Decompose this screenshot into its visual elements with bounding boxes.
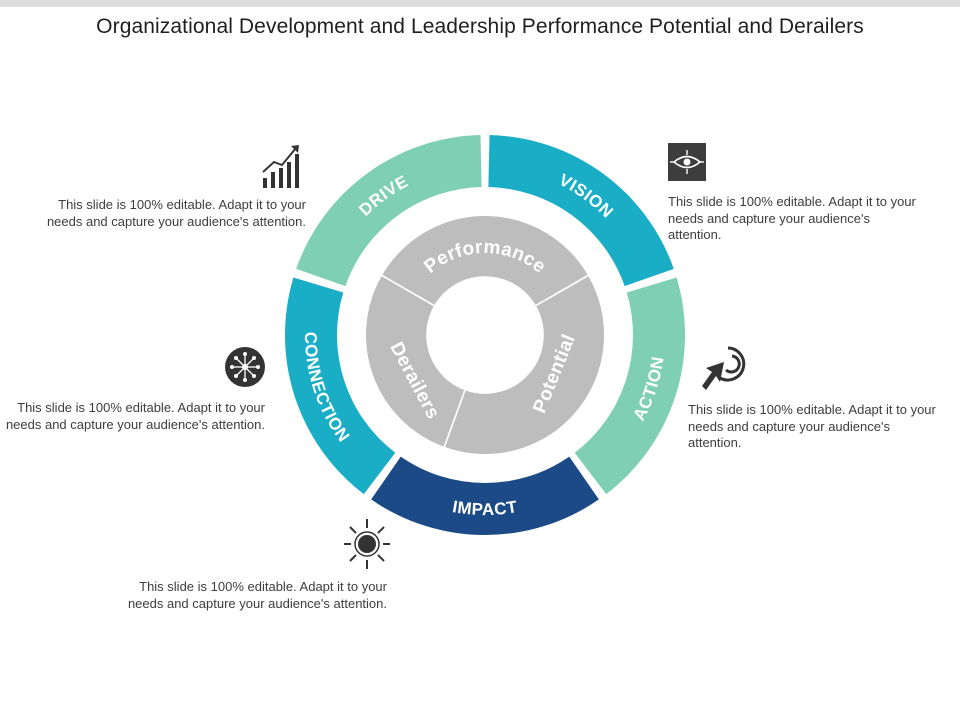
- slide-title: Organizational Development and Leadershi…: [96, 15, 864, 38]
- vision-description: This slide is 100% editable. Adapt it to…: [668, 194, 916, 242]
- cursor-click-icon: [702, 346, 746, 390]
- inner-ring-border: [364, 214, 606, 456]
- eye-target-icon: [668, 143, 706, 181]
- outer-label-impact: IMPACT: [451, 497, 519, 519]
- burst-target-icon: [344, 519, 390, 569]
- outer-ring: [284, 135, 685, 535]
- growth-chart-icon: [262, 145, 299, 188]
- inner-ring: [364, 214, 606, 456]
- network-icon: [225, 347, 265, 387]
- outer-segment-drive: [296, 135, 482, 287]
- connection-description: This slide is 100% editable. Adapt it to…: [5, 400, 265, 432]
- outer-segment-vision: [488, 135, 674, 287]
- outer-segment-action: [574, 277, 685, 495]
- impact-description: This slide is 100% editable. Adapt it to…: [127, 579, 387, 611]
- drive-description: This slide is 100% editable. Adapt it to…: [46, 197, 306, 229]
- center-hole: [429, 279, 541, 391]
- outer-segment-impact: [371, 456, 599, 535]
- top-bar: [0, 0, 960, 7]
- action-description: This slide is 100% editable. Adapt it to…: [688, 402, 936, 450]
- outer-segment-connection: [284, 277, 396, 495]
